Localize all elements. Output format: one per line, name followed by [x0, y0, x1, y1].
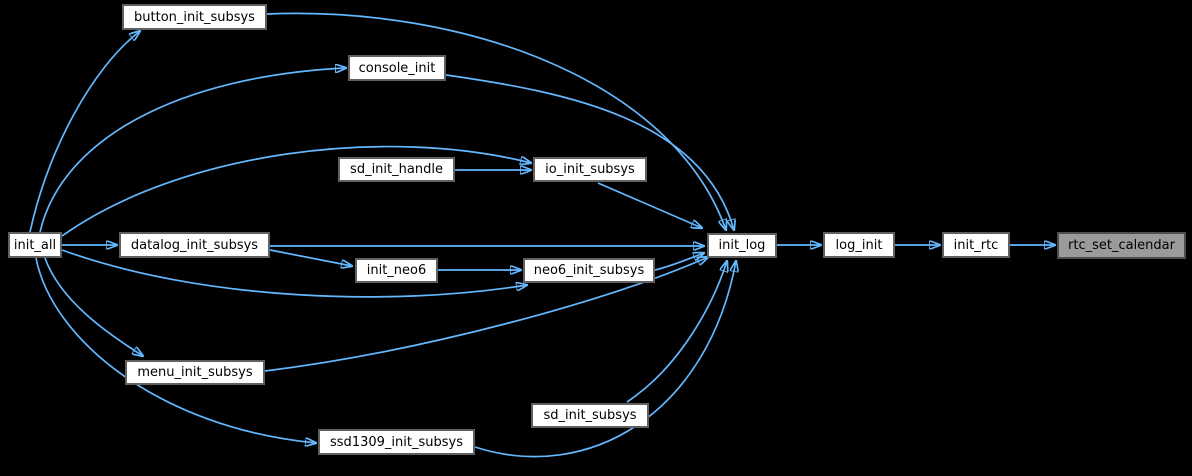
node-init_rtc[interactable]: init_rtc: [942, 232, 1010, 258]
node-rtc_set_calendar: rtc_set_calendar: [1057, 232, 1186, 259]
node-init_log[interactable]: init_log: [707, 233, 777, 258]
node-menu_init_subsys[interactable]: menu_init_subsys: [125, 360, 265, 385]
node-init_neo6[interactable]: init_neo6: [355, 258, 438, 283]
edge-sd_init_subsys--init_log: [626, 261, 727, 403]
node-datalog_init_subsys[interactable]: datalog_init_subsys: [119, 232, 270, 258]
node-ssd1309_init_subsys[interactable]: ssd1309_init_subsys: [318, 429, 475, 455]
node-log_init[interactable]: log_init: [823, 232, 895, 258]
node-sd_init_subsys[interactable]: sd_init_subsys: [531, 403, 649, 428]
edge-init_all--console_init: [39, 68, 346, 233]
node-init_all[interactable]: init_all: [8, 232, 62, 258]
edge-menu_init_subsys--init_log: [264, 257, 708, 372]
edge-init_all--ssd1309_init_subsys: [35, 257, 316, 443]
edge-init_all--io_init_subsys: [61, 145, 531, 237]
edge-init_all--menu_init_subsys: [44, 257, 143, 356]
node-button_init_subsys[interactable]: button_init_subsys: [122, 4, 267, 30]
edge-console_init--init_log: [445, 74, 734, 230]
edge-init_all--neo6_init_subsys: [61, 249, 527, 298]
edge-init_all--button_init_subsys: [29, 31, 140, 233]
edge-io_init_subsys--init_log: [597, 182, 702, 228]
node-sd_init_handle[interactable]: sd_init_handle: [338, 157, 455, 182]
edge-neo6_init_subsys--init_log: [654, 253, 704, 271]
node-neo6_init_subsys[interactable]: neo6_init_subsys: [523, 258, 655, 283]
node-console_init[interactable]: console_init: [348, 55, 446, 81]
node-io_init_subsys[interactable]: io_init_subsys: [533, 157, 647, 182]
edge-datalog_init_subsys--init_neo6: [269, 249, 352, 266]
edge-button_init_subsys--init_log: [266, 12, 726, 230]
